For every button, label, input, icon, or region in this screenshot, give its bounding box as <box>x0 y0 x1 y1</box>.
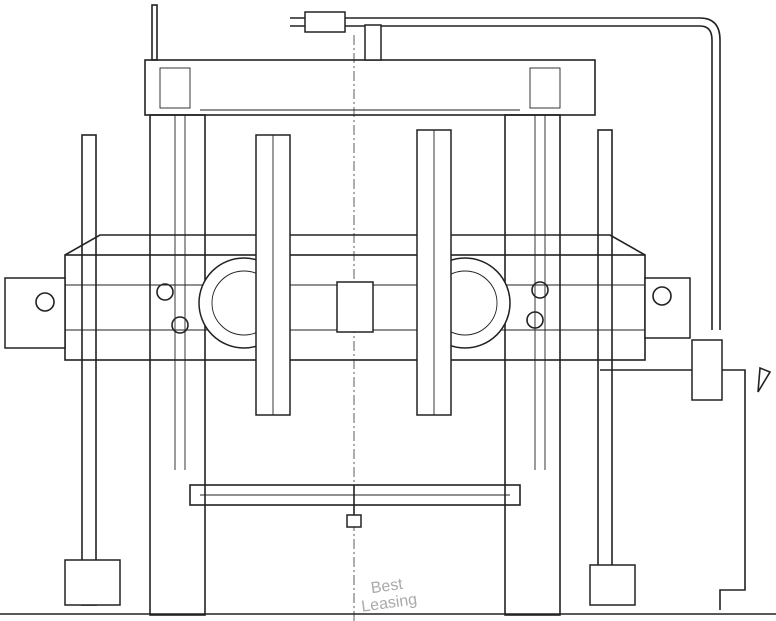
left-column <box>149 114 206 616</box>
right-feed-box <box>644 277 691 339</box>
top-lever <box>151 4 158 61</box>
control-pendant <box>691 339 723 401</box>
right-column <box>504 114 561 616</box>
left-feed-box <box>4 277 66 349</box>
oil-pipe <box>290 17 721 330</box>
top-crossbeam <box>144 59 596 116</box>
table-guard <box>189 484 521 506</box>
